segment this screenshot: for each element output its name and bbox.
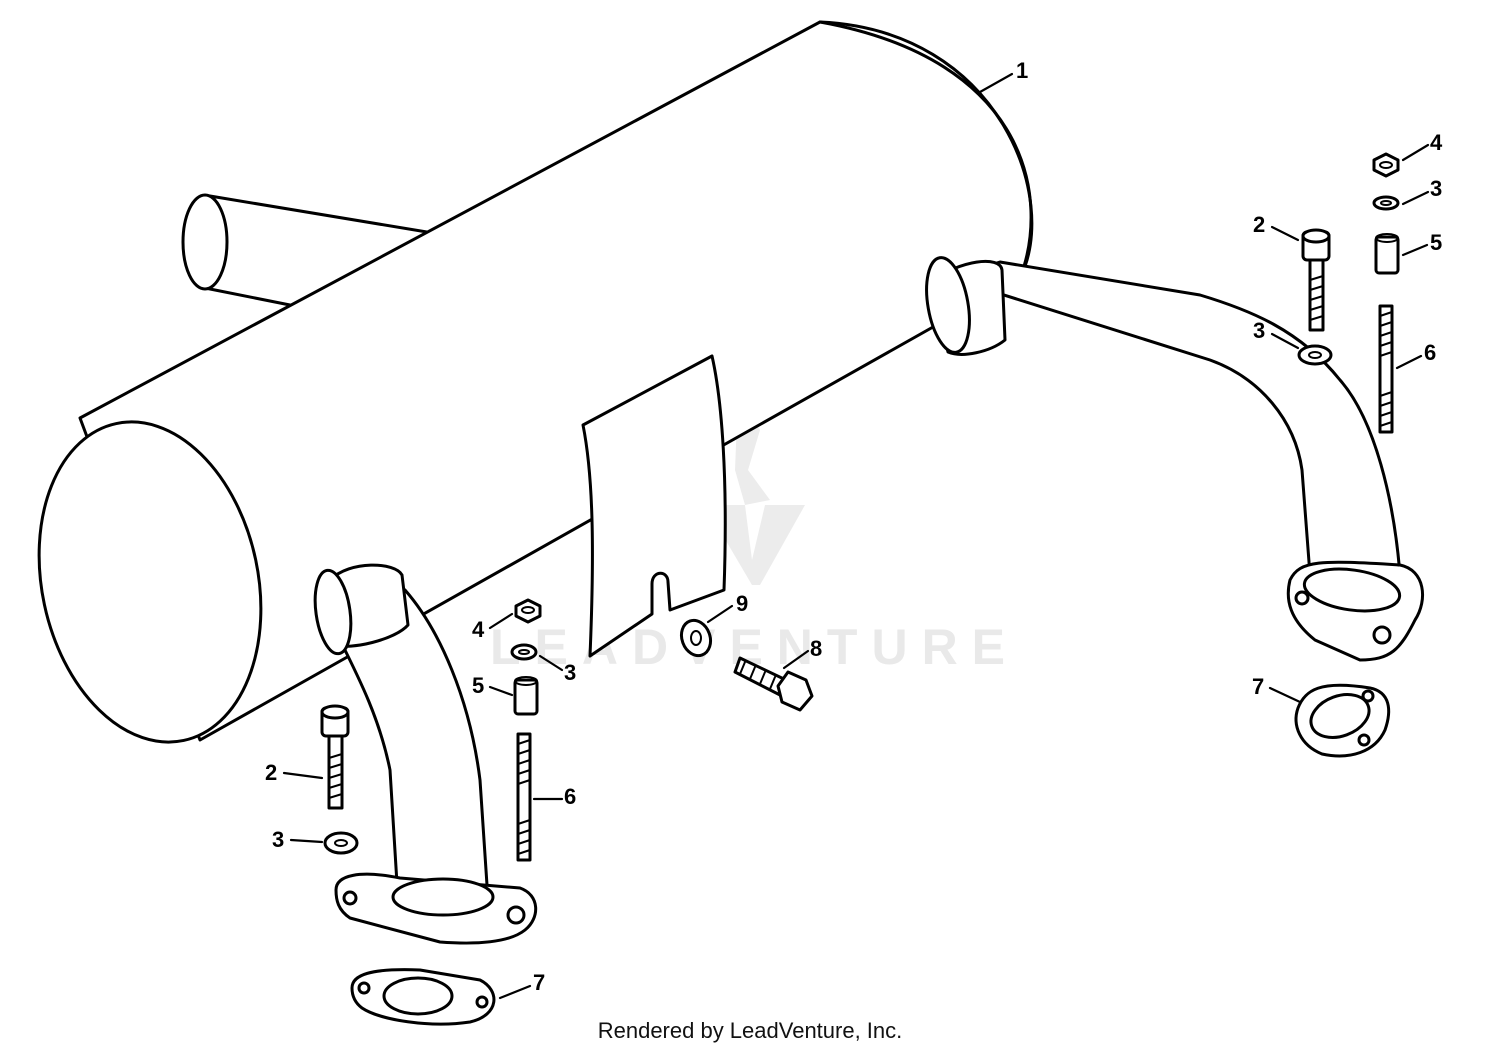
callout-lock-washer-left-bottom: 3 — [272, 827, 284, 852]
callout-gasket-right: 7 — [1252, 674, 1264, 699]
spacer-right — [1374, 233, 1400, 275]
callout-hex-bolt: 8 — [810, 636, 822, 661]
spacer-left — [513, 676, 539, 716]
left-exhaust-pipe — [313, 563, 538, 945]
hex-nut-right — [1372, 152, 1400, 178]
flat-washer-center — [679, 618, 713, 658]
lock-washer-right-bottom — [1297, 344, 1333, 366]
gasket-left — [350, 968, 496, 1026]
callout-lock-washer-left-top: 3 — [564, 660, 576, 685]
hex-nut-left — [514, 598, 542, 624]
muffler-body — [37, 20, 1034, 744]
leader-lines — [282, 72, 1430, 1000]
cap-screw-right — [1301, 228, 1331, 332]
callout-hex-nut-right: 4 — [1430, 130, 1443, 155]
lock-washer-left-bottom — [323, 831, 359, 855]
cap-screw-left — [320, 704, 350, 810]
callout-spacer-left: 5 — [472, 673, 484, 698]
right-exhaust-pipe — [925, 256, 1424, 662]
rendered-by-credit: Rendered by LeadVenture, Inc. — [597, 1018, 903, 1043]
callouts: 1 4 3 2 5 3 6 9 8 4 3 5 7 2 6 3 7 — [265, 58, 1443, 995]
callout-stud-right: 6 — [1424, 340, 1436, 365]
lock-washer-right-top — [1372, 195, 1400, 211]
callout-spacer-right: 5 — [1430, 230, 1442, 255]
callout-flat-washer: 9 — [736, 591, 748, 616]
callout-lock-washer-right-top: 3 — [1430, 176, 1442, 201]
lock-washer-left-top — [510, 643, 538, 661]
heat-shield — [581, 354, 727, 658]
stud-right — [1378, 304, 1394, 434]
callout-muffler: 1 — [1016, 58, 1028, 83]
callout-hex-nut-left: 4 — [472, 617, 485, 642]
hex-bolt-center — [733, 656, 814, 712]
callout-stud-left: 6 — [564, 784, 576, 809]
callout-gasket-left: 7 — [533, 970, 545, 995]
callout-cap-screw-right: 2 — [1253, 212, 1265, 237]
gasket-right — [1294, 683, 1391, 758]
callout-lock-washer-right-bottom: 3 — [1253, 318, 1265, 343]
callout-cap-screw-left: 2 — [265, 760, 277, 785]
stud-left — [516, 732, 532, 862]
